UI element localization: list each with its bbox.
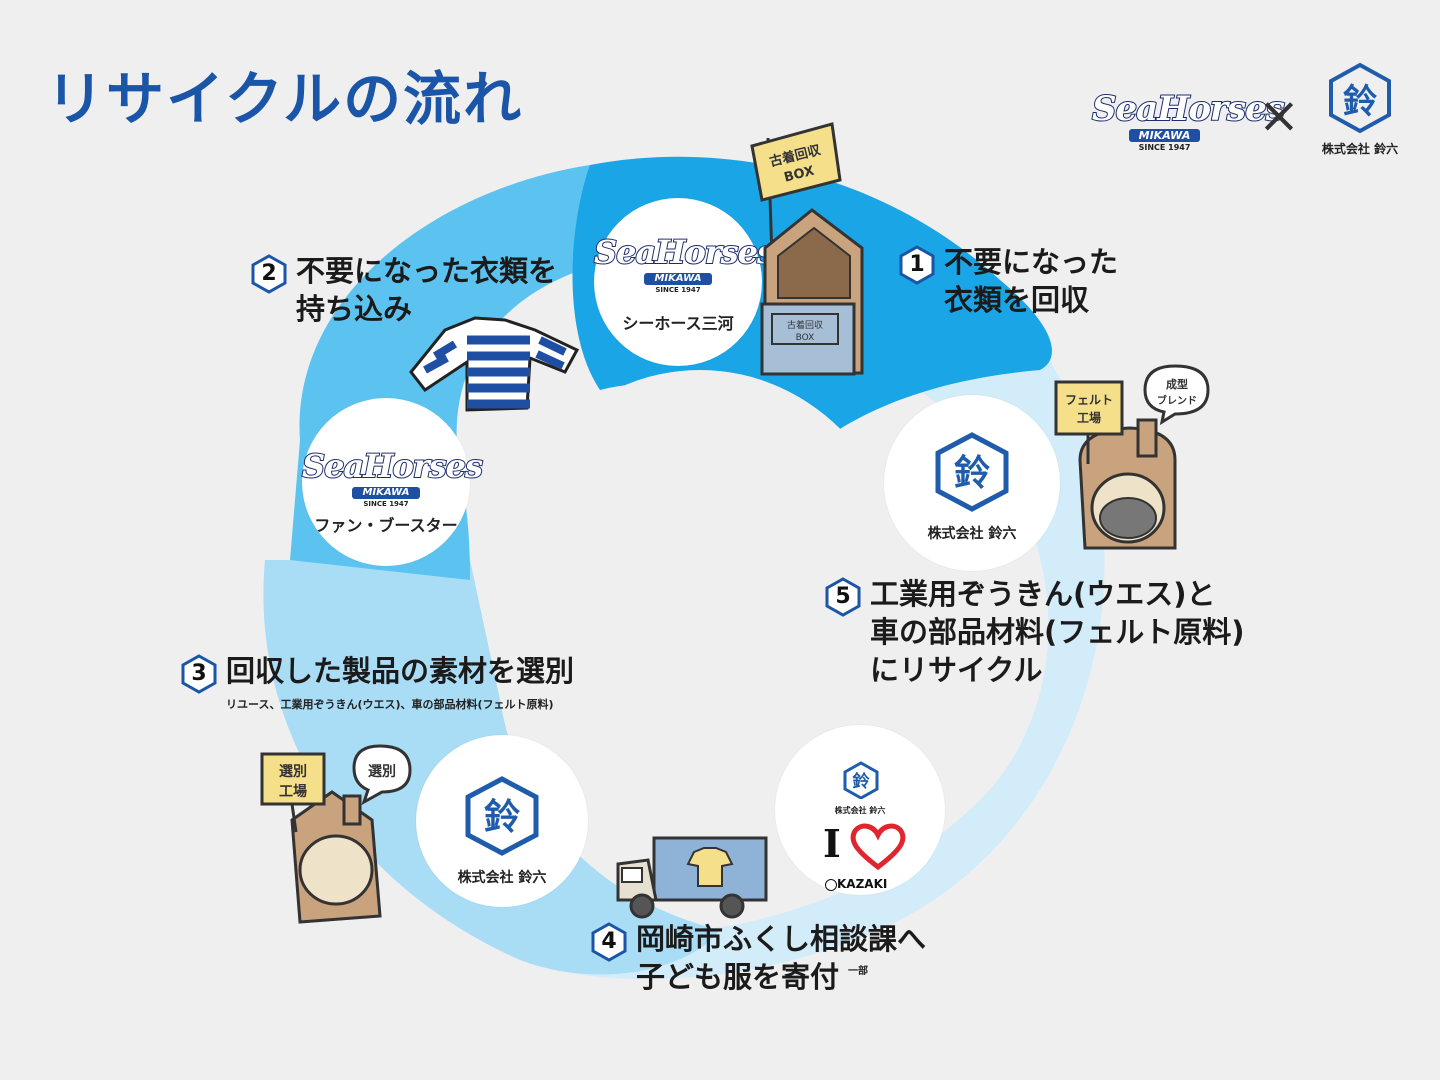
cross-mark: × — [1258, 86, 1300, 144]
svg-text:鈴: 鈴 — [484, 797, 520, 838]
svg-text:選別: 選別 — [368, 764, 396, 780]
suzuroku-hexagon-icon: 鈴 — [843, 761, 879, 799]
step-text-line: にリサイクル — [870, 653, 1043, 687]
circle-label: シーホース三河 — [622, 314, 734, 333]
seahorses-since: SINCE 1947 — [363, 500, 409, 508]
circle-okazaki: 鈴 株式会社 鈴六 I KAZAKI — [775, 725, 945, 895]
step-number-badge: 2 — [250, 254, 288, 294]
step-number: 1 — [909, 252, 925, 277]
seahorses-sub: MIKAWA — [644, 273, 712, 285]
circle-label: 株式会社 鈴六 — [834, 806, 886, 815]
svg-text:BOX: BOX — [783, 164, 816, 186]
circle-label: 株式会社 鈴六 — [927, 526, 1017, 542]
circle-seahorses-top: SeaHorses MIKAWA SINCE 1947 シーホース三河 — [593, 198, 776, 366]
suzuroku-kanji: 鈴 — [1343, 82, 1377, 122]
step-text-line: 持ち込み — [296, 292, 413, 326]
sorting-factory-illustration: 選別 工場 選別 — [260, 744, 412, 924]
step-number-badge: 1 — [898, 245, 936, 285]
step-number: 3 — [191, 661, 207, 686]
ring-segment-pale — [520, 300, 1105, 980]
seahorses-wordmark: SeaHorses — [593, 233, 776, 271]
suzuroku-hexagon-icon — [1329, 62, 1391, 134]
circle-label: 株式会社 鈴六 — [457, 870, 547, 886]
svg-text:工場: 工場 — [279, 783, 307, 800]
step-number-badge: 4 — [590, 922, 628, 962]
svg-text:ブレンド: ブレンド — [1157, 394, 1197, 407]
page-title: リサイクルの流れ — [46, 65, 524, 133]
svg-text:選別: 選別 — [279, 764, 307, 780]
circle-label: ファン・ブースター — [314, 516, 458, 535]
step-number: 5 — [835, 584, 851, 609]
circle-fan-booster: SeaHorses MIKAWA SINCE 1947 ファン・ブースター — [301, 398, 484, 566]
step-note: リユース、工業用ぞうきん(ウエス)、車の部品材料(フェルト原料) — [226, 698, 554, 711]
step-text-line: 岡崎市ふくし相談課へ — [636, 922, 927, 956]
truck-illustration — [616, 836, 768, 919]
step-text-line: 工業用ぞうきん(ウエス)と — [870, 577, 1216, 611]
suzuroku-hexagon-icon: 鈴 — [465, 776, 539, 856]
circle-suzuroku-bottom-left: 鈴 株式会社 鈴六 — [416, 735, 588, 907]
step-text-line: 不要になった衣類を — [296, 254, 558, 288]
step-number-badge: 3 — [180, 654, 218, 694]
seahorses-logo: SeaHorses MIKAWA SINCE 1947 — [593, 233, 776, 294]
recycle-box-illustration: 古着回収 BOX 古着回収 BOX — [750, 122, 864, 376]
step-text-line: 衣類を回収 — [944, 283, 1090, 317]
seahorses-wordmark: SeaHorses — [301, 447, 484, 485]
okazaki-wordmark: KAZAKI — [825, 877, 887, 891]
svg-text:古着回収: 古着回収 — [787, 319, 823, 331]
step-number: 4 — [601, 929, 617, 954]
step-number-badge: 5 — [824, 577, 862, 617]
step-text-line: 回収した製品の素材を選別 — [226, 654, 575, 688]
ring-hole — [490, 370, 910, 830]
seahorses-since: SINCE 1947 — [1138, 143, 1191, 152]
svg-text:工場: 工場 — [1077, 410, 1101, 425]
suzuroku-logo: 鈴 株式会社 鈴六 — [1310, 62, 1410, 157]
seahorses-sub: MIKAWA — [352, 487, 420, 499]
seahorses-since: SINCE 1947 — [655, 286, 701, 294]
svg-text:フェルト: フェルト — [1065, 393, 1113, 407]
circle-suzuroku-right: 鈴 株式会社 鈴六 — [884, 395, 1060, 571]
seahorses-sub: MIKAWA — [1128, 129, 1201, 142]
svg-text:鈴: 鈴 — [954, 453, 990, 494]
step-suffix: 一部 — [848, 966, 868, 977]
felt-factory-illustration: フェルト 工場 成型 ブレンド — [1054, 364, 1210, 550]
okazaki-text: KAZAKI — [837, 877, 888, 891]
svg-text:鈴: 鈴 — [853, 771, 871, 792]
suzuroku-name: 株式会社 鈴六 — [1321, 142, 1399, 156]
step-text-line: 子ども服を寄付 — [636, 960, 840, 994]
svg-text:BOX: BOX — [796, 333, 815, 343]
step-text-line: 車の部品材料(フェルト原料) — [870, 615, 1245, 649]
svg-text:成型: 成型 — [1166, 377, 1188, 391]
step-text-line: 不要になった — [944, 245, 1119, 279]
shirt-illustration — [409, 316, 580, 412]
seahorses-logo: SeaHorses MIKAWA SINCE 1947 — [301, 447, 484, 508]
step-number: 2 — [261, 261, 277, 286]
okazaki-i: I — [823, 821, 841, 866]
heart-icon — [850, 823, 906, 871]
okazaki-o-icon — [825, 878, 837, 891]
suzuroku-hexagon-icon: 鈴 — [935, 432, 1009, 512]
